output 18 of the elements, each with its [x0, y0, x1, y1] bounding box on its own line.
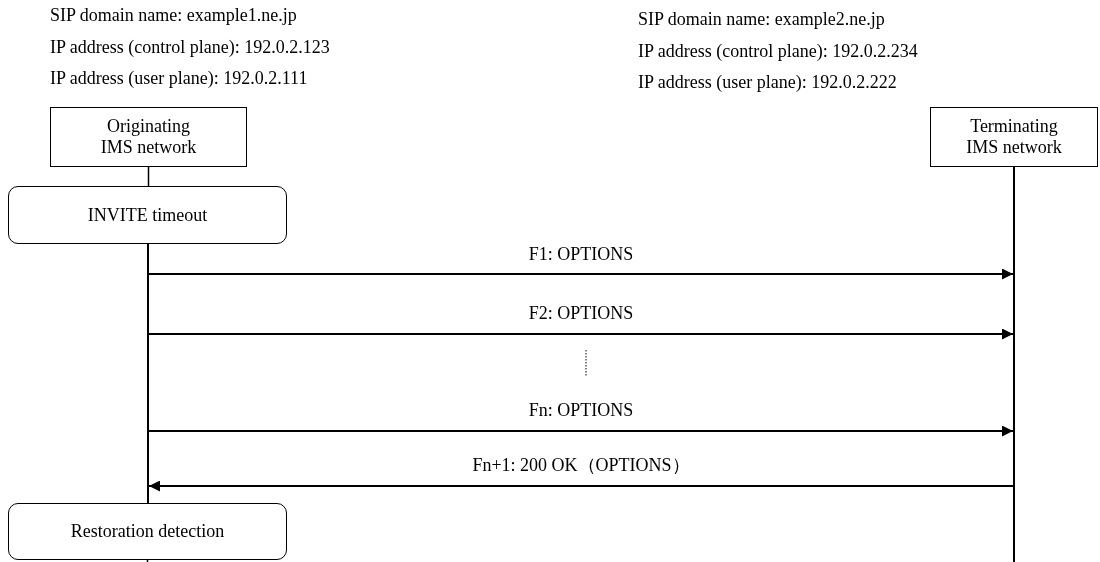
process-box: Restoration detection — [8, 503, 287, 560]
address-text: IP address (control plane): 192.0.2.234 — [638, 41, 918, 60]
lifeline — [147, 166, 150, 187]
message-arrow — [149, 328, 1013, 340]
address-text: IP address (user plane): 192.0.2.222 — [638, 73, 897, 91]
participant-box: Originating IMS network — [50, 107, 247, 167]
lifeline — [147, 244, 149, 503]
message-arrow — [149, 480, 1013, 492]
address-text: SIP domain name: example2.ne.jp — [638, 10, 885, 28]
address-text: IP address (user plane): 192.0.2.111 — [50, 69, 308, 87]
address-text: SIP domain name: example1.ne.jp — [50, 6, 297, 24]
address-text: IP address (control plane): 192.0.2.123 — [50, 37, 330, 56]
lifeline — [1013, 167, 1015, 562]
message-arrow — [149, 268, 1013, 280]
participant-box: Terminating IMS network — [930, 107, 1098, 167]
message-arrow — [149, 425, 1013, 437]
lifeline — [146, 559, 149, 562]
process-box: INVITE timeout — [8, 186, 287, 244]
